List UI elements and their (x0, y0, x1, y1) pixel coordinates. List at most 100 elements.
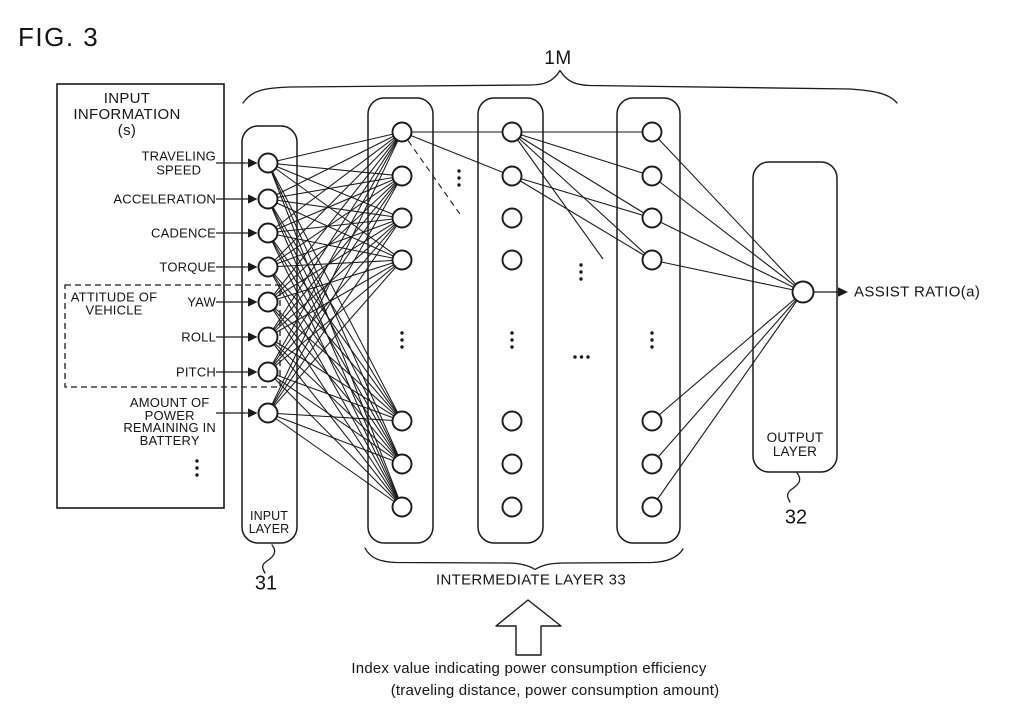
edge-input-to-hidden1 (267, 175, 403, 234)
input-node (257, 222, 279, 244)
edge-h2n1-stub (511, 131, 604, 260)
more-hidden1-top-dots (457, 169, 461, 173)
label-line: AMOUNT OF (129, 394, 210, 410)
input-arrowhead-icon (248, 297, 258, 307)
hidden2-inner-dots (510, 345, 514, 349)
edge-input-to-hidden1 (267, 131, 403, 164)
more-inputs-dots (195, 459, 199, 463)
leader-squiggle-32 (786, 472, 801, 503)
edge-input-to-hidden1 (267, 336, 403, 508)
hidden3-inner-dots (650, 331, 654, 335)
input-label-traveling-speed: TRAVELING SPEED (141, 149, 216, 177)
edge-input-to-hidden1 (267, 162, 403, 508)
hidden3-node (641, 207, 663, 229)
edge-input-to-hidden1 (267, 259, 403, 338)
edge-input-to-hidden1 (267, 131, 403, 200)
edge-input-to-hidden1 (267, 232, 403, 508)
label-line: ROLL (181, 329, 216, 345)
edge-input-to-hidden1 (267, 301, 403, 465)
hidden3-inner-dots (650, 338, 654, 342)
hidden2-node (501, 249, 523, 271)
input-information-box (56, 83, 225, 509)
more-layers-dots (573, 355, 577, 359)
input-node (257, 326, 279, 348)
more-hidden1-top-dots (457, 183, 461, 187)
intermediate-layer-2-box (477, 97, 544, 544)
title-line: INPUT (103, 90, 151, 107)
edge-h3n3-output (651, 217, 804, 293)
edge-input-to-hidden1 (267, 336, 403, 465)
hidden1-node (391, 249, 413, 271)
hidden1-node (391, 410, 413, 432)
input-arrowhead-icon (248, 332, 258, 342)
output-layer-box (752, 161, 838, 473)
input-arrowhead-icon (248, 158, 258, 168)
hidden2-node (501, 453, 523, 475)
edge-input-to-hidden1 (267, 259, 403, 268)
caption-line-1: Index value indicating power consumption… (351, 660, 707, 677)
hidden1-inner-dots (400, 331, 404, 335)
input-arrowhead-icon (248, 194, 258, 204)
input-node (257, 188, 279, 210)
label-line: POWER (144, 407, 195, 423)
edge-input-to-hidden1 (267, 162, 403, 177)
edge-h2n1-h3n3 (511, 131, 653, 219)
edge-input-to-hidden1 (267, 198, 403, 422)
input-arrowhead-icon (248, 408, 258, 418)
hidden2-node (501, 410, 523, 432)
input-label-yaw: YAW (187, 295, 216, 309)
hidden1-node (391, 121, 413, 143)
input-arrowhead-icon (248, 228, 258, 238)
hidden3-node (641, 165, 663, 187)
input-information-title: INPUT INFORMATION (s) (73, 91, 180, 139)
edge-input-to-hidden1 (267, 175, 403, 414)
label-line: OUTPUT (766, 430, 824, 446)
hidden3-node (641, 410, 663, 432)
edge-input-to-hidden1 (267, 412, 403, 422)
input-label-roll: ROLL (181, 330, 216, 344)
edge-h3n2-output (651, 175, 804, 293)
hidden2-inner-dots (510, 338, 514, 342)
label-line: BATTERY (139, 432, 200, 448)
edge-input-to-hidden1 (267, 217, 403, 338)
edge-input-to-hidden1 (267, 412, 403, 508)
edge-h3n4-output (651, 259, 804, 293)
label-line: LAYER (772, 444, 818, 459)
edge-input-to-hidden1 (267, 266, 403, 465)
hidden2-node (501, 121, 523, 143)
edge-input-to-hidden1 (267, 232, 403, 261)
title-line: (s) (117, 122, 137, 139)
intermediate-layer-3-box (616, 97, 681, 544)
label-line: CADENCE (151, 225, 216, 241)
edge-input-to-hidden1 (267, 217, 403, 234)
input-node (257, 256, 279, 278)
label-line: REMAINING IN (123, 420, 216, 435)
hidden3-node (641, 121, 663, 143)
label-line: INPUT (249, 509, 288, 523)
attitude-of-vehicle-label: ATTITUDE OF VEHICLE (71, 291, 157, 316)
input-label-acceleration: ACCELERATION (113, 192, 216, 206)
more-hidden3-left-dots (579, 270, 583, 274)
hidden2-node (501, 496, 523, 518)
edge-input-to-hidden1 (267, 162, 403, 219)
edge-input-to-hidden1 (267, 371, 403, 508)
hidden2-inner-dots (510, 331, 514, 335)
edge-input-to-hidden1 (267, 266, 403, 422)
label-line: LAYER (248, 522, 290, 536)
hidden1-node (391, 207, 413, 229)
input-layer-reference-31: 31 (254, 572, 278, 595)
network-reference-1m: 1M (544, 48, 572, 69)
edge-input-to-hidden1 (267, 217, 403, 414)
label-line: SPEED (156, 162, 202, 177)
hidden3-node (641, 453, 663, 475)
edge-input-to-hidden1 (267, 162, 403, 422)
input-node (257, 291, 279, 313)
label-line: ACCELERATION (113, 191, 216, 207)
edge-h2n2-h3n4 (511, 175, 653, 261)
edge-input-to-hidden1 (267, 232, 403, 465)
edge-input-to-hidden1 (267, 175, 403, 268)
output-node (791, 280, 815, 304)
hidden1-node (391, 165, 413, 187)
